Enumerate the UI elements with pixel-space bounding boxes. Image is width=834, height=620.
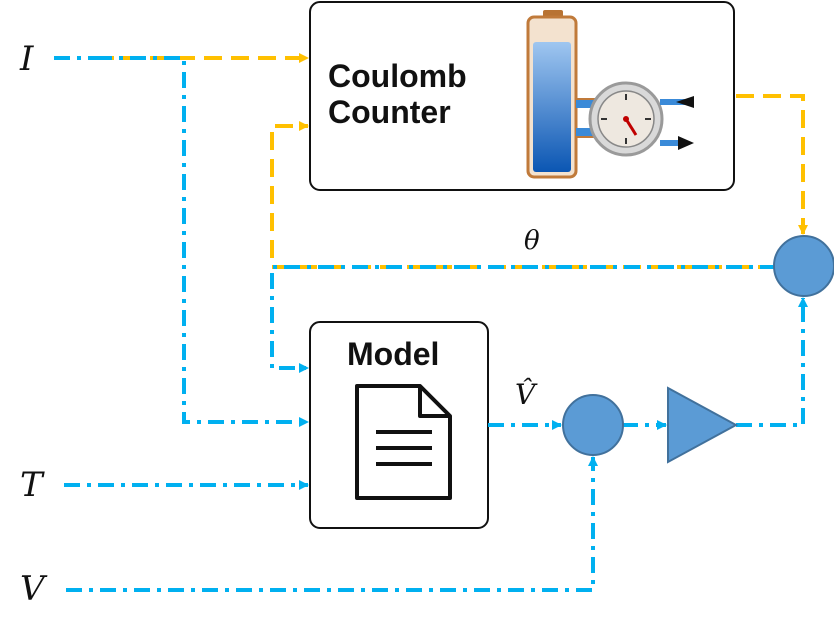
model-title: Model bbox=[347, 336, 440, 372]
error-sum-node bbox=[562, 394, 624, 456]
document-icon bbox=[355, 384, 452, 500]
gain-triangle bbox=[667, 386, 739, 464]
theta-label: θ bbox=[524, 226, 540, 256]
input-label-current: I bbox=[20, 39, 34, 79]
coulomb-counter-line2: Counter bbox=[328, 94, 451, 130]
update-node bbox=[773, 235, 834, 297]
i-to-model-line bbox=[96, 56, 309, 427]
theta-to-model-line bbox=[270, 265, 776, 373]
input-label-voltage: V bbox=[20, 569, 45, 609]
coulomb-counter-line1: Coulomb bbox=[328, 58, 467, 94]
v-input-line bbox=[66, 456, 598, 592]
vhat-label: V̂ bbox=[515, 378, 536, 411]
coulomb-counter-title: Coulomb Counter bbox=[328, 58, 467, 130]
battery-gauge-icon bbox=[526, 10, 694, 179]
input-label-temperature: T bbox=[20, 465, 43, 505]
coulomb-output-line bbox=[736, 94, 808, 235]
gain-output-line bbox=[736, 297, 808, 427]
